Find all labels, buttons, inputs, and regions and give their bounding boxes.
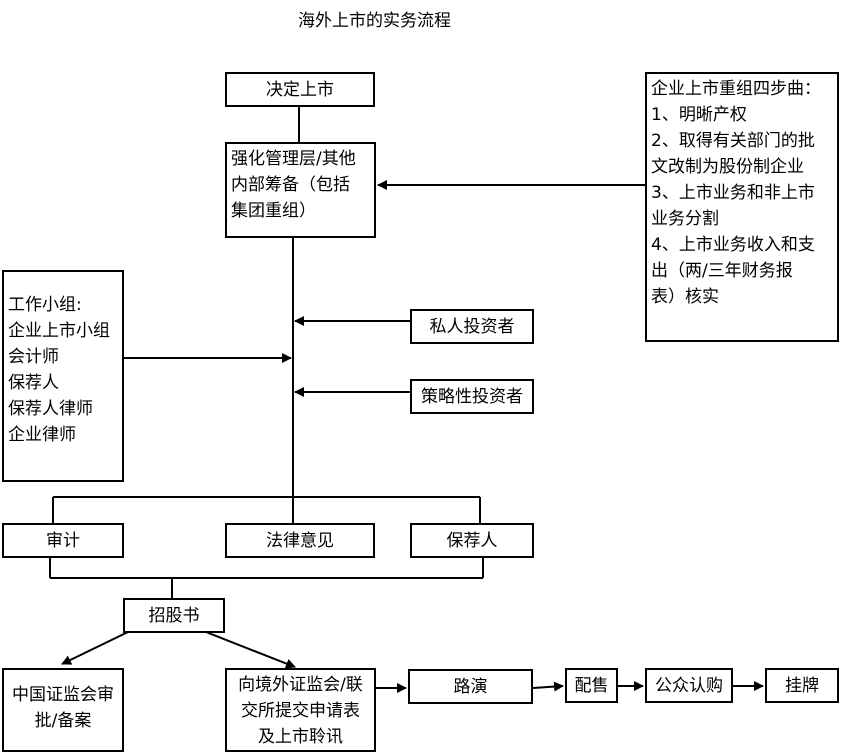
listing-box: 挂牌 [765, 668, 839, 703]
reorganization-steps-box: 企业上市重组四步曲： 1、明晰产权 2、取得有关部门的批 文改制为股份制企业 3… [645, 72, 839, 342]
csrc-line-2: 批/备案 [34, 711, 92, 731]
prospectus-label: 招股书 [148, 605, 200, 626]
placement-box: 配售 [565, 668, 618, 703]
decide-listing-label: 决定上市 [266, 79, 334, 100]
legal-opinion-label: 法律意见 [266, 530, 334, 551]
reorg-line-5: 3、上市业务和非上市 [651, 183, 815, 203]
working-group-line-4: 保荐人 [8, 373, 59, 393]
sponsor-label: 保荐人 [446, 530, 498, 551]
legal-opinion-box: 法律意见 [225, 523, 375, 558]
audit-label: 审计 [46, 530, 80, 551]
public-offer-box: 公众认购 [645, 668, 733, 703]
working-group-line-1: 工作小组: [8, 295, 82, 315]
roadshow-label: 路演 [453, 676, 488, 697]
overseas-line-3: 及上市聆讯 [258, 727, 343, 747]
csrc-approval-box: 中国证监会审 批/备案 [2, 668, 124, 752]
audit-box: 审计 [2, 523, 124, 558]
csrc-line-1: 中国证监会审 [12, 685, 114, 705]
strengthen-management-box: 强化管理层/其他 内部筹备（包括 集团重组） [225, 142, 376, 238]
private-investor-label: 私人投资者 [429, 316, 515, 337]
strategic-investor-label: 策略性投资者 [421, 386, 523, 407]
roadshow-to-placement-arrow [532, 681, 564, 692]
listing-label: 挂牌 [785, 675, 819, 696]
reorg-line-8: 出（两/三年财务报 [651, 261, 793, 281]
overseas-line-2: 交所提交申请表 [241, 701, 360, 721]
prospectus-box: 招股书 [123, 598, 225, 633]
reorg-line-3: 2、取得有关部门的批 [651, 131, 815, 151]
overseas-application-box: 向境外证监会/联 交所提交申请表 及上市聆讯 [225, 668, 376, 752]
reorg-line-6: 业务分割 [651, 209, 719, 229]
working-group-line-3: 会计师 [8, 347, 59, 367]
reorg-line-1: 企业上市重组四步曲： [651, 79, 821, 99]
placement-label: 配售 [574, 675, 609, 696]
strengthen-line-1: 强化管理层/其他 [231, 149, 356, 169]
roadshow-box: 路演 [408, 669, 533, 704]
working-group-line-2: 企业上市小组 [8, 321, 110, 341]
strategic-investor-box: 策略性投资者 [410, 379, 534, 414]
reorg-line-4: 文改制为股份制企业 [651, 157, 804, 177]
reorg-line-9: 表）核实 [651, 287, 719, 307]
overseas-line-1: 向境外证监会/联 [238, 675, 363, 695]
strengthen-line-3: 集团重组） [231, 201, 316, 221]
working-group-line-5: 保荐人律师 [8, 399, 93, 419]
public-offer-label: 公众认购 [655, 675, 723, 696]
prospectus-to-csrc-arrow [61, 631, 129, 665]
reorg-line-2: 1、明晰产权 [651, 105, 747, 125]
sponsor-box: 保荐人 [410, 523, 534, 558]
working-group-box: 工作小组: 企业上市小组 会计师 保荐人 保荐人律师 企业律师 [2, 270, 124, 482]
reorg-line-7: 4、上市业务收入和支 [651, 235, 815, 255]
strengthen-line-2: 内部筹备（包括 [231, 175, 350, 195]
prospectus-to-overseas-arrow [205, 631, 296, 669]
working-group-line-6: 企业律师 [8, 425, 76, 445]
decide-listing-box: 决定上市 [225, 72, 375, 107]
private-investor-box: 私人投资者 [410, 309, 534, 344]
diagram-title: 海外上市的实务流程 [298, 11, 451, 31]
